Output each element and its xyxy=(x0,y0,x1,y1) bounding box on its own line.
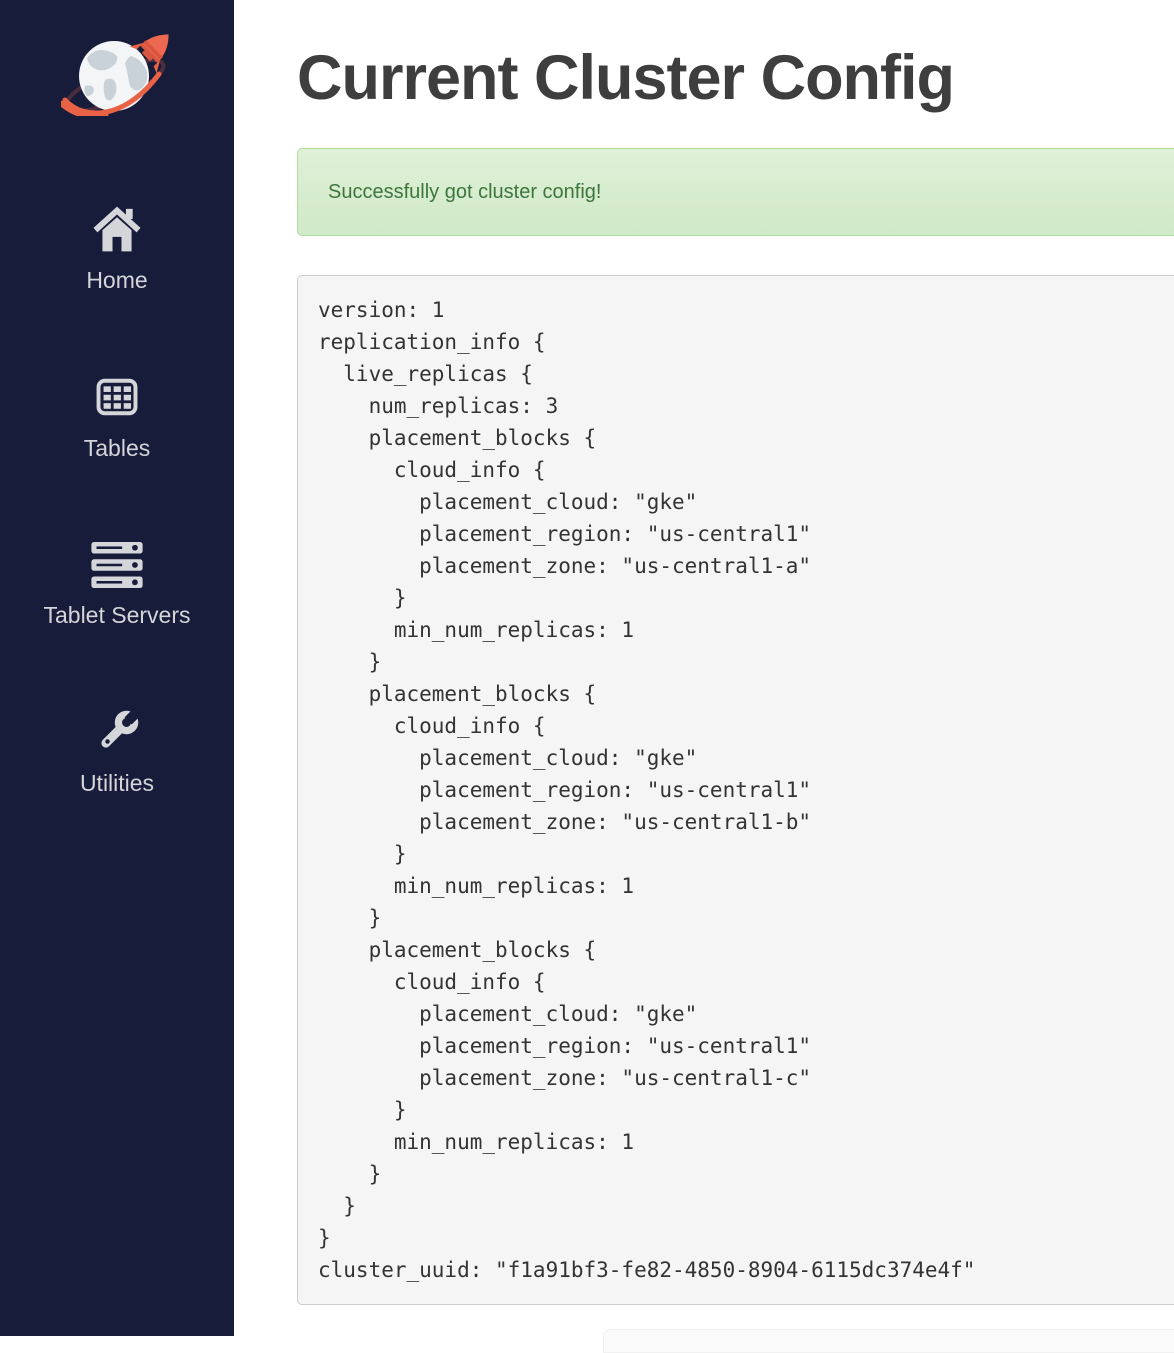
sidebar-item-label: Tables xyxy=(83,435,151,462)
sidebar-item-label: Home xyxy=(86,267,148,293)
tables-icon xyxy=(96,379,138,416)
sidebar-item-utilities[interactable]: Utilities xyxy=(0,704,234,796)
sidebar: Home Tables xyxy=(0,0,234,1336)
home-icon xyxy=(93,206,141,252)
planet-rocket-logo-icon[interactable] xyxy=(61,30,173,116)
sidebar-nav: Home Tables xyxy=(0,201,234,797)
tablet-servers-icon xyxy=(91,541,143,588)
sidebar-item-tablet-servers[interactable]: Tablet Servers xyxy=(0,538,234,628)
page-title: Current Cluster Config xyxy=(297,43,955,113)
success-alert: Successfully got cluster config! xyxy=(297,148,1174,237)
sidebar-item-tables[interactable]: Tables xyxy=(0,369,234,461)
next-section-partial-box xyxy=(603,1329,1174,1353)
main-content: Current Cluster Config Successfully got … xyxy=(234,0,1174,1336)
utilities-wrench-icon xyxy=(101,708,142,748)
cluster-config-text: version: 1 replication_info { live_repli… xyxy=(297,275,1174,1306)
sidebar-item-home[interactable]: Home xyxy=(0,201,234,293)
sidebar-item-label: Utilities xyxy=(79,770,155,797)
sidebar-item-label: Tablet Servers xyxy=(43,601,191,628)
